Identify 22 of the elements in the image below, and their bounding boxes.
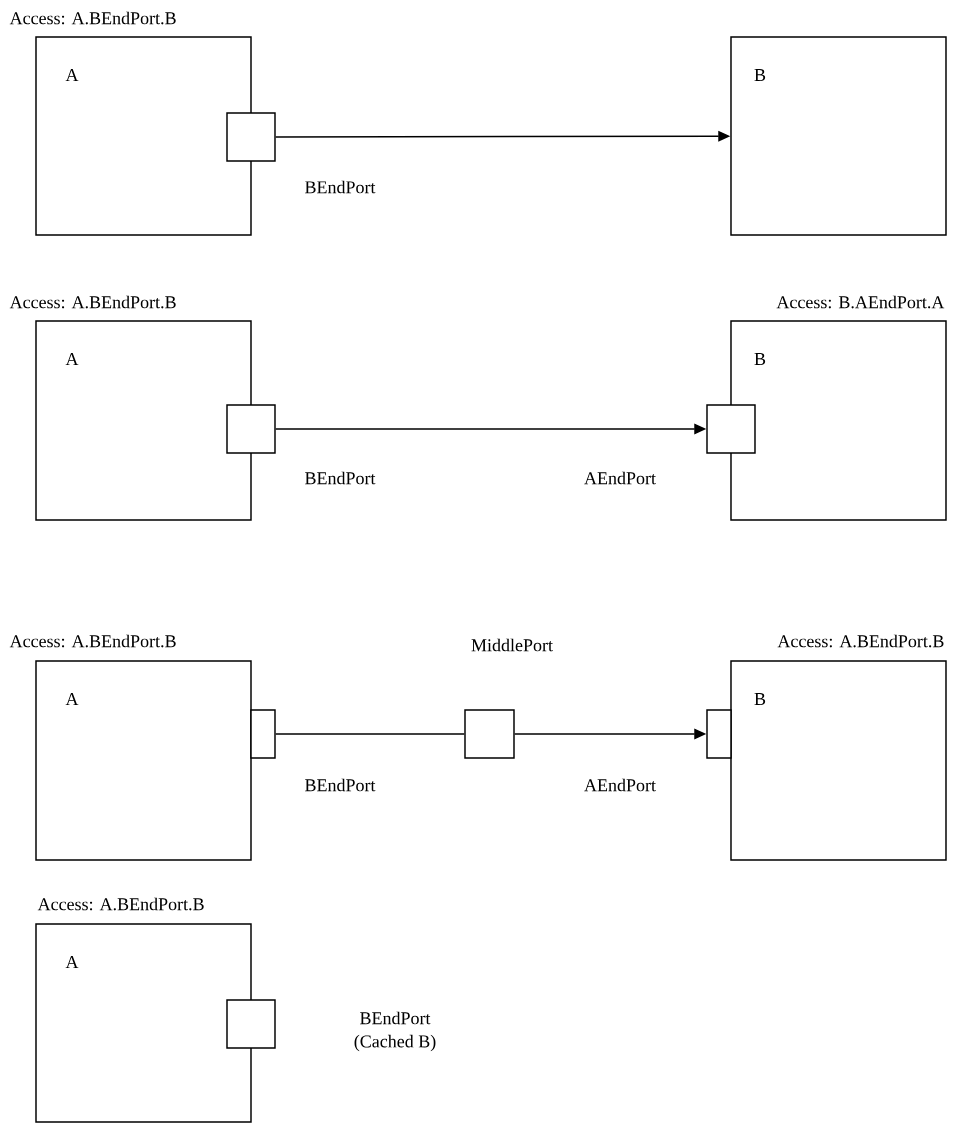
access-label: Access: B.AEndPort.A bbox=[776, 295, 945, 309]
port-label: BEndPort bbox=[305, 471, 376, 485]
port-label: (Cached B) bbox=[354, 1034, 436, 1052]
port-label: BEndPort bbox=[305, 778, 376, 792]
component-box: A bbox=[35, 660, 252, 861]
access-label: Access: A.BEndPort.B bbox=[9, 11, 176, 25]
port-label: AEndPort bbox=[584, 778, 656, 792]
component-box: A bbox=[35, 320, 252, 521]
connector-line bbox=[275, 733, 465, 735]
component-box: A bbox=[35, 923, 252, 1123]
access-label: Access: A.BEndPort.B bbox=[9, 295, 176, 309]
component-box: B bbox=[730, 660, 947, 861]
access-label: Access: A.BEndPort.B bbox=[777, 634, 944, 648]
component-box: A bbox=[35, 36, 252, 236]
access-label: Access: A.BEndPort.B bbox=[9, 634, 176, 648]
component-box: B bbox=[730, 36, 947, 236]
port-label: BEndPort bbox=[360, 1011, 431, 1025]
port-label: AEndPort bbox=[584, 471, 656, 485]
port-label: MiddlePort bbox=[471, 638, 553, 652]
access-label: Access: A.BEndPort.B bbox=[37, 897, 204, 911]
port-label: BEndPort bbox=[305, 180, 376, 194]
component-box: B bbox=[730, 320, 947, 521]
